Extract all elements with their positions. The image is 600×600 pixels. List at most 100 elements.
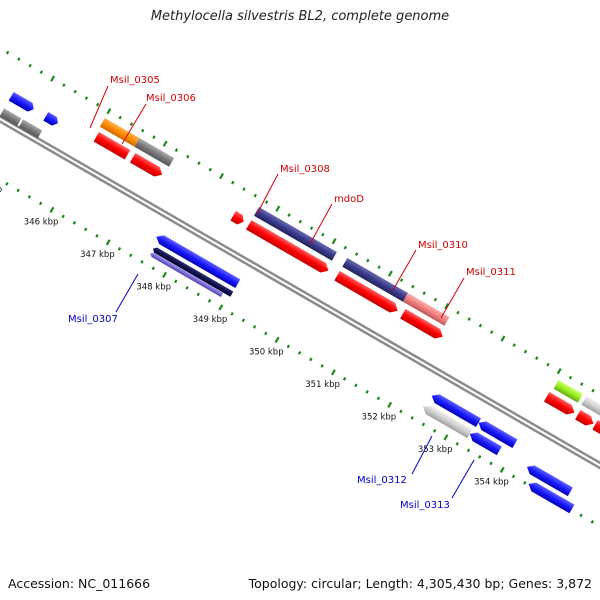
forward-genes [0,91,600,451]
minor-tick [512,343,516,348]
minor-tick [580,382,584,387]
gene-red-d [400,309,443,339]
major-tick [162,140,168,147]
scale-label: 346 kbp [24,217,59,227]
minor-tick [95,234,99,238]
minor-tick [207,299,212,303]
minor-tick [62,83,66,88]
gene-red-b [129,153,163,177]
gene-red-c [334,271,398,313]
major-tick [274,336,280,344]
major-tick [218,304,224,311]
inner-scale-ticks [5,182,595,524]
label-msil-0305[interactable]: Msil_0305 [110,75,160,86]
minor-tick [16,188,20,193]
topology-text: Topology: circular; Length: 4,305,430 bp… [248,576,592,591]
minor-tick [309,226,314,231]
minor-tick [377,265,381,270]
minor-tick [410,416,414,420]
minor-tick [366,258,370,263]
gene-msil-0310-navy [342,258,408,302]
gene-grey-left-2 [18,119,43,139]
gene-blue-0307-a [156,235,241,289]
major-tick [387,401,393,409]
minor-tick [264,331,268,336]
scale-label: 353 kbp [418,445,453,455]
scale-label: 351 kbp [305,380,340,390]
label-msil-0308[interactable]: Msil_0308 [280,164,330,175]
minor-tick [242,187,246,192]
minor-tick [197,161,201,166]
outer-scale-ticks [5,50,595,393]
minor-tick [421,422,426,427]
minor-tick [17,57,21,62]
minor-tick [186,154,190,159]
minor-tick [478,323,483,328]
scale-label: 350 kbp [249,347,284,357]
gene-0307-lavender [150,252,224,298]
gene-red-small [230,211,244,225]
gene-mdod-red [245,220,329,273]
minor-tick [411,284,415,289]
minor-tick [39,70,44,75]
minor-tick [568,375,573,380]
gene-blue-left-2 [43,111,58,126]
minor-tick [309,357,313,362]
label-msil-0313[interactable]: Msil_0313 [400,500,450,511]
minor-tick [535,356,539,361]
label-mdod[interactable]: mdoD [334,194,364,205]
minor-tick [478,455,482,459]
minor-tick [376,396,381,401]
minor-tick [590,520,595,524]
minor-tick [342,377,347,381]
minor-tick [151,266,155,271]
major-tick [331,238,337,245]
minor-tick [399,278,404,283]
minor-tick [117,247,122,251]
backbone [0,81,600,508]
minor-tick [546,362,550,367]
scale-label: 349 kbp [193,315,228,325]
minor-tick [27,195,32,199]
label-msil-0312[interactable]: Msil_0312 [357,475,407,486]
minor-tick [118,115,122,120]
minor-tick [422,291,426,296]
major-tick [219,173,224,180]
major-tick [556,368,562,375]
minor-tick [523,349,528,354]
minor-tick [140,260,144,264]
minor-tick [28,63,32,68]
minor-tick [129,122,134,127]
minor-tick [456,310,460,315]
minor-tick [354,383,358,388]
minor-tick [5,182,9,186]
minor-tick [511,474,516,479]
forward-gene-labels: Msil_0305 Msil_0306 Msil_0308 mdoD Msil_… [110,75,516,278]
label-msil-0307[interactable]: Msil_0307 [68,314,118,325]
gene-msil-0311-pink [402,293,450,326]
gene-lightgrey-right [581,396,600,417]
minor-tick [196,292,200,297]
minor-tick [185,286,189,290]
gene-blue-0312 [431,394,482,428]
minor-tick [5,50,10,55]
gene-0307-darknavy [152,247,234,297]
minor-tick [286,344,291,349]
minor-tick [399,409,403,414]
scale-label: 352 kbp [362,412,397,422]
reverse-gene-labels: Msil_0307 Msil_0312 Msil_0313 [68,314,450,511]
major-tick [105,239,111,246]
label-msil-0311[interactable]: Msil_0311 [466,267,516,278]
major-tick [443,434,449,441]
label-msil-0310[interactable]: Msil_0310 [418,240,468,251]
label-msil-0306[interactable]: Msil_0306 [146,93,196,104]
minor-tick [61,214,65,219]
minor-tick [73,89,77,94]
gene-label-leaders [89,85,475,499]
minor-tick [466,448,471,453]
minor-tick [264,200,269,205]
minor-tick [455,442,459,446]
major-tick [162,271,167,279]
major-tick [499,466,505,474]
